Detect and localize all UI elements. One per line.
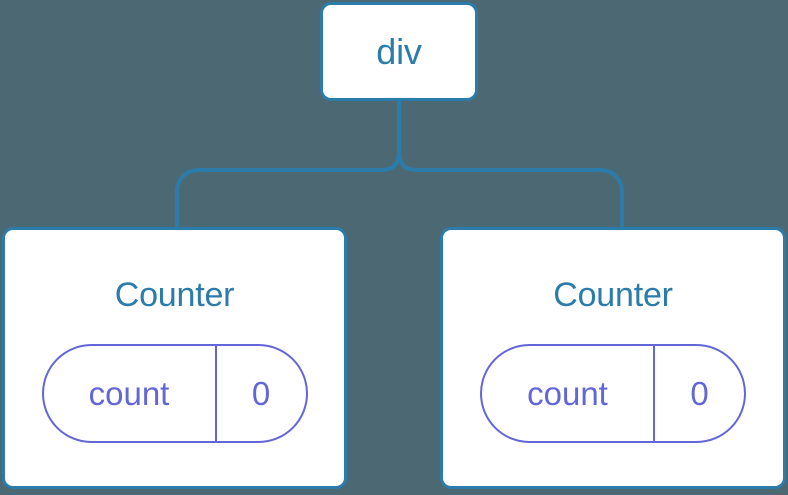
counter-title: Counter bbox=[114, 276, 235, 314]
state-value-label: 0 bbox=[690, 375, 709, 412]
state-pill[interactable]: count 0 bbox=[41, 344, 308, 443]
node-counter-left[interactable]: Counter count 0 bbox=[2, 227, 347, 489]
node-counter-right[interactable]: Counter count 0 bbox=[440, 227, 786, 489]
connector-to-left-child bbox=[175, 149, 401, 227]
counter-title: Counter bbox=[553, 276, 673, 314]
state-key-label: count bbox=[482, 346, 655, 441]
state-key-label: count bbox=[44, 346, 217, 441]
state-pill[interactable]: count 0 bbox=[480, 344, 746, 443]
node-root-div[interactable]: div bbox=[320, 2, 478, 101]
connector-to-right-child bbox=[397, 149, 624, 227]
state-value-label: 0 bbox=[251, 375, 271, 412]
root-node-label: div bbox=[376, 30, 422, 72]
